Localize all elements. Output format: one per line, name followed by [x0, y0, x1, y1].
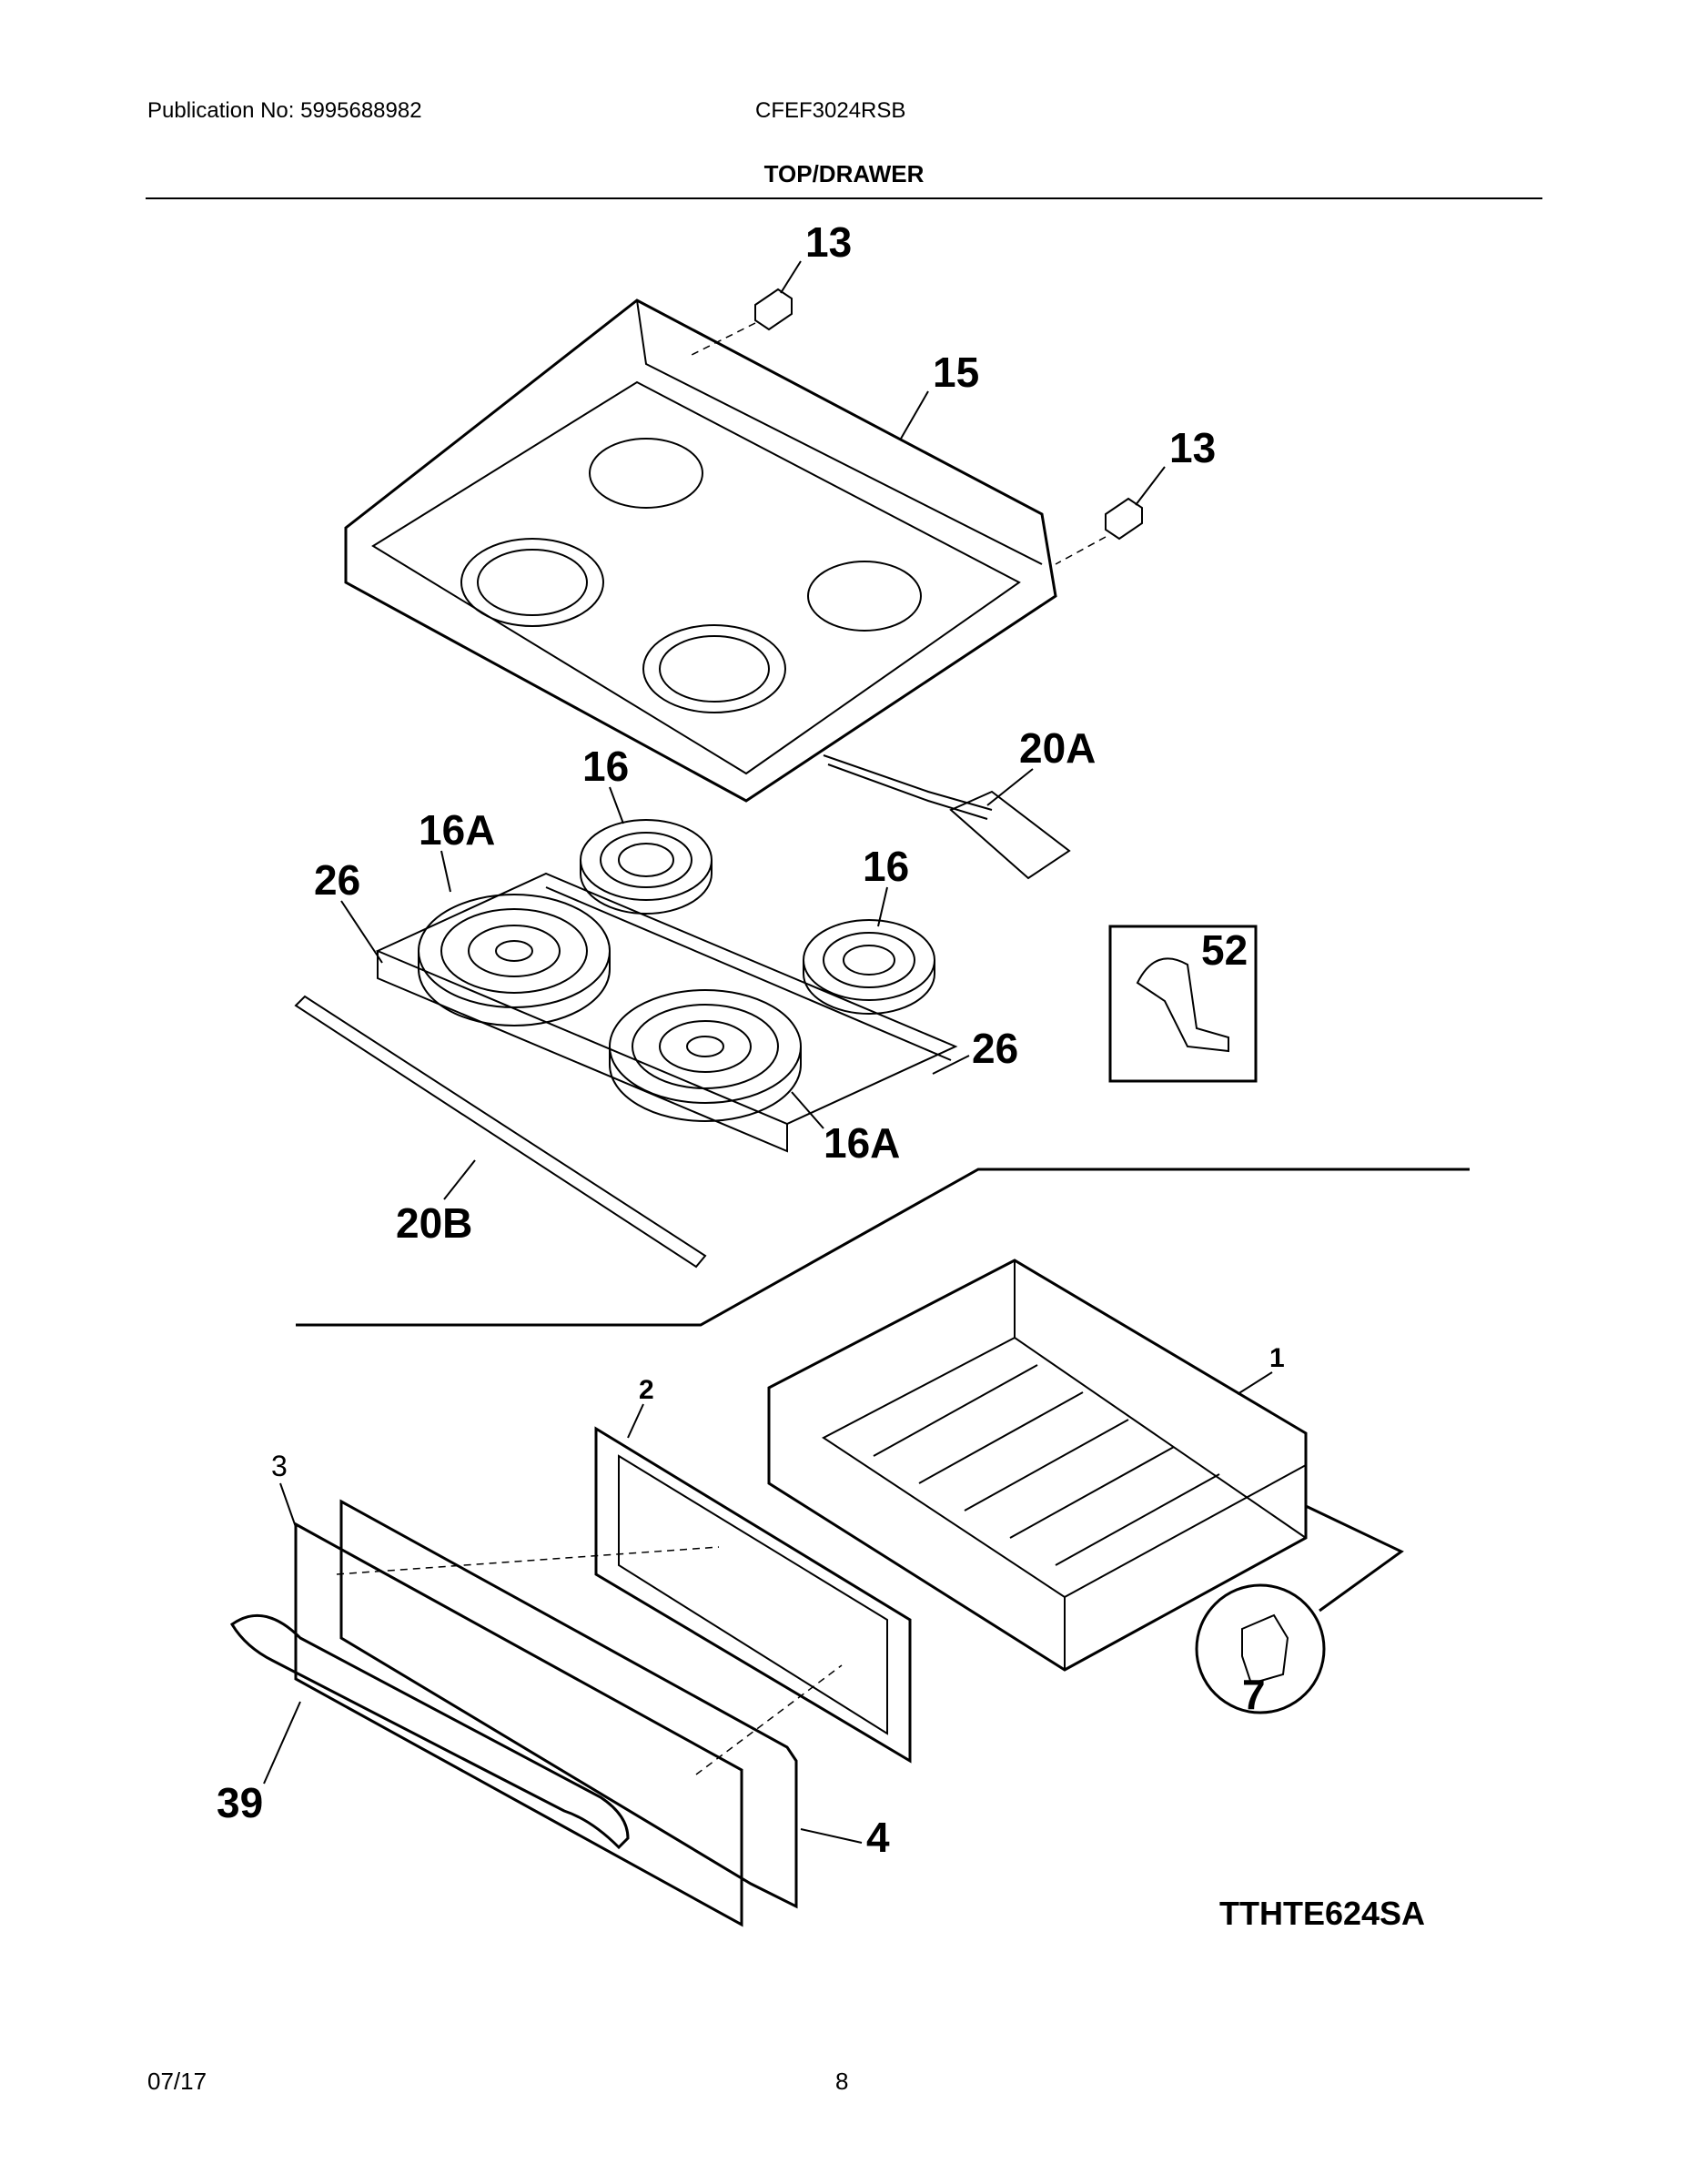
- publication-number: Publication No: 5995688982: [147, 98, 422, 123]
- callout-element-front-left: 16A: [419, 806, 495, 854]
- callout-element-front-right: 16A: [824, 1119, 900, 1167]
- footer-date: 07/17: [147, 2068, 207, 2095]
- callout-drawer-front: 3: [271, 1450, 288, 1482]
- surface-element-rear-left: [580, 819, 713, 915]
- callout-support-left: 26: [314, 856, 360, 904]
- callout-harness: 20A: [1019, 724, 1096, 772]
- section-divider: [296, 1168, 1470, 1327]
- surface-element-front-left: [418, 894, 611, 1026]
- callout-cooktop: 15: [933, 349, 979, 396]
- drawer-liner-part: [594, 1426, 912, 1764]
- drawer-body-part: [767, 1259, 1308, 1672]
- trim-strip-part: [294, 995, 707, 1269]
- callout-element-rear-left: 16: [582, 743, 629, 790]
- callout-drawer-liner: 2: [639, 1375, 654, 1405]
- diagram-code: TTHTE624SA: [1219, 1895, 1425, 1932]
- callout-drawer-panel: 4: [866, 1814, 890, 1861]
- callout-element-rear-right: 16: [863, 843, 909, 890]
- glide-inset: [1195, 1504, 1404, 1714]
- header-rule: [146, 197, 1542, 199]
- callout-bracket-right: 13: [1169, 424, 1216, 471]
- callout-clip-inset: 52: [1201, 926, 1248, 974]
- harness-part: [823, 754, 1071, 880]
- callout-trim: 20B: [396, 1199, 472, 1247]
- drawer-handle-part: [230, 1613, 630, 1850]
- clip-inset: [1108, 925, 1258, 1083]
- callout-leaders: [263, 260, 1273, 1844]
- element-support-channels: [375, 872, 958, 1153]
- cooktop-part: [344, 298, 1057, 803]
- bracket-part-top: [691, 288, 793, 356]
- section-title: TOP/DRAWER: [763, 160, 925, 187]
- footer-page-number: 8: [835, 2068, 849, 2095]
- callout-support-right: 26: [972, 1025, 1018, 1072]
- surface-element-front-right: [609, 989, 802, 1122]
- callout-drawer-handle: 39: [217, 1779, 263, 1826]
- callout-labels: 13 15 13 20A 16 16A 26 16 26 16A 20B 52 …: [217, 218, 1425, 1932]
- drawer-panel-part: [339, 1499, 798, 1909]
- bracket-part-right: [1055, 497, 1143, 565]
- surface-element-rear-right: [803, 919, 935, 1015]
- drawer-front-part: [294, 1522, 843, 1927]
- callout-glide-inset: 7: [1242, 1671, 1266, 1718]
- callout-drawer-body: 1: [1269, 1343, 1285, 1373]
- callout-bracket-top: 13: [805, 218, 852, 266]
- model-number: CFEF3024RSB: [755, 98, 906, 123]
